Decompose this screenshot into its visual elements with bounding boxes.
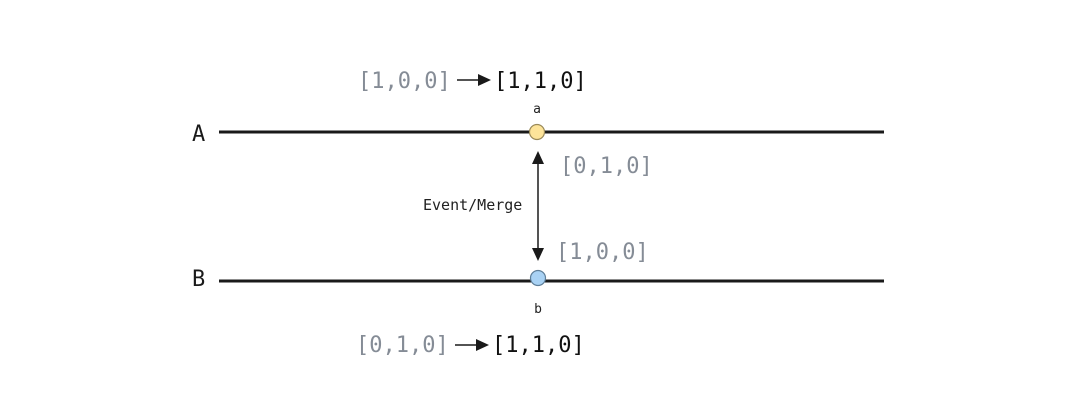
node-b-label: b — [534, 302, 542, 317]
merge-arrow-up — [532, 151, 544, 164]
a-transition-arrow-head — [478, 74, 491, 86]
merge-arrow-down — [532, 248, 544, 261]
b-vector-before: [0,1,0] — [356, 333, 449, 358]
lane-a-label: A — [192, 122, 205, 147]
lane-b-label: B — [192, 267, 205, 292]
vector-sent-to-a: [0,1,0] — [560, 154, 653, 179]
node-a — [528, 123, 546, 141]
a-vector-after: [1,1,0] — [494, 69, 587, 94]
a-vector-before: [1,0,0] — [358, 69, 451, 94]
node-b — [529, 269, 547, 287]
b-transition-arrow-head — [476, 339, 489, 351]
node-a-label: a — [533, 102, 541, 117]
vector-sent-to-b: [1,0,0] — [556, 240, 649, 265]
event-merge-label: Event/Merge — [423, 196, 522, 214]
b-vector-after: [1,1,0] — [492, 333, 585, 358]
